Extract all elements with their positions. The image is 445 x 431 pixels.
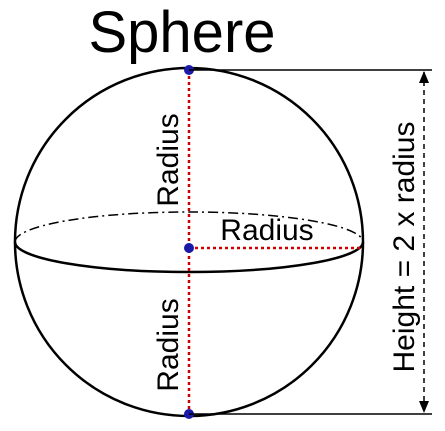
height-arrow-down-icon bbox=[419, 401, 429, 413]
height-arrow-up-icon bbox=[419, 71, 429, 83]
radius-label-lower: Radius bbox=[152, 298, 185, 391]
diagram-title: Sphere bbox=[88, 0, 275, 65]
equator-back-arc bbox=[14, 211, 364, 243]
radius-label-horizontal: Radius bbox=[220, 214, 313, 247]
radius-label-upper: Radius bbox=[152, 113, 185, 206]
equator-front-arc bbox=[13, 241, 365, 274]
center-point bbox=[184, 243, 194, 253]
height-label: Height = 2 x radius bbox=[388, 122, 421, 373]
